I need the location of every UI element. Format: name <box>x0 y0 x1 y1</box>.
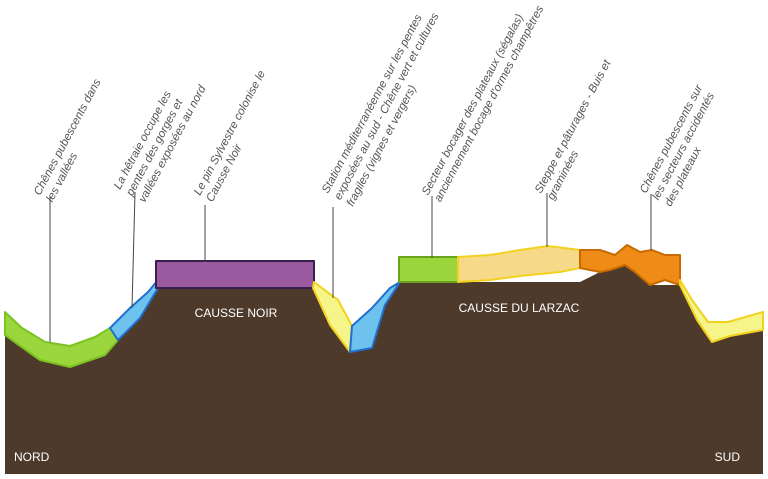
annotation-hetraie: La hêtraie occupe les pentes des gorges … <box>112 70 209 205</box>
annotation-bocager: Secteur bocager des plateaux (ségalas) a… <box>420 0 546 204</box>
pale-yellow-band-south-valley <box>679 279 764 343</box>
annotation-chenes-plateaux: Chênes pubescents sur les secteurs accid… <box>638 80 732 208</box>
annotation-steppe: Steppe et pâturages - Buis et graminées <box>533 55 627 202</box>
north-label: NORD <box>14 450 50 464</box>
leader-lines <box>49 191 652 342</box>
annotation-chenes-vallees: Chênes pubescents dans les vallées <box>32 74 117 204</box>
causse-larzac-label: CAUSSE DU LARZAC <box>459 301 580 315</box>
green-band-larzac <box>398 256 459 283</box>
south-label: SUD <box>715 450 741 464</box>
blue-band-larzac-slope <box>349 281 401 353</box>
rock-profile <box>5 265 763 474</box>
leader-hetraie <box>131 191 136 309</box>
sand-band-steppe <box>457 245 581 283</box>
purple-band-causse-noir <box>155 260 315 289</box>
causse-noir-label: CAUSSE NOIR <box>195 306 278 320</box>
annotation-pin-sylvestre: Le pin Sylvestre colonise le Causse Noir <box>192 66 282 204</box>
